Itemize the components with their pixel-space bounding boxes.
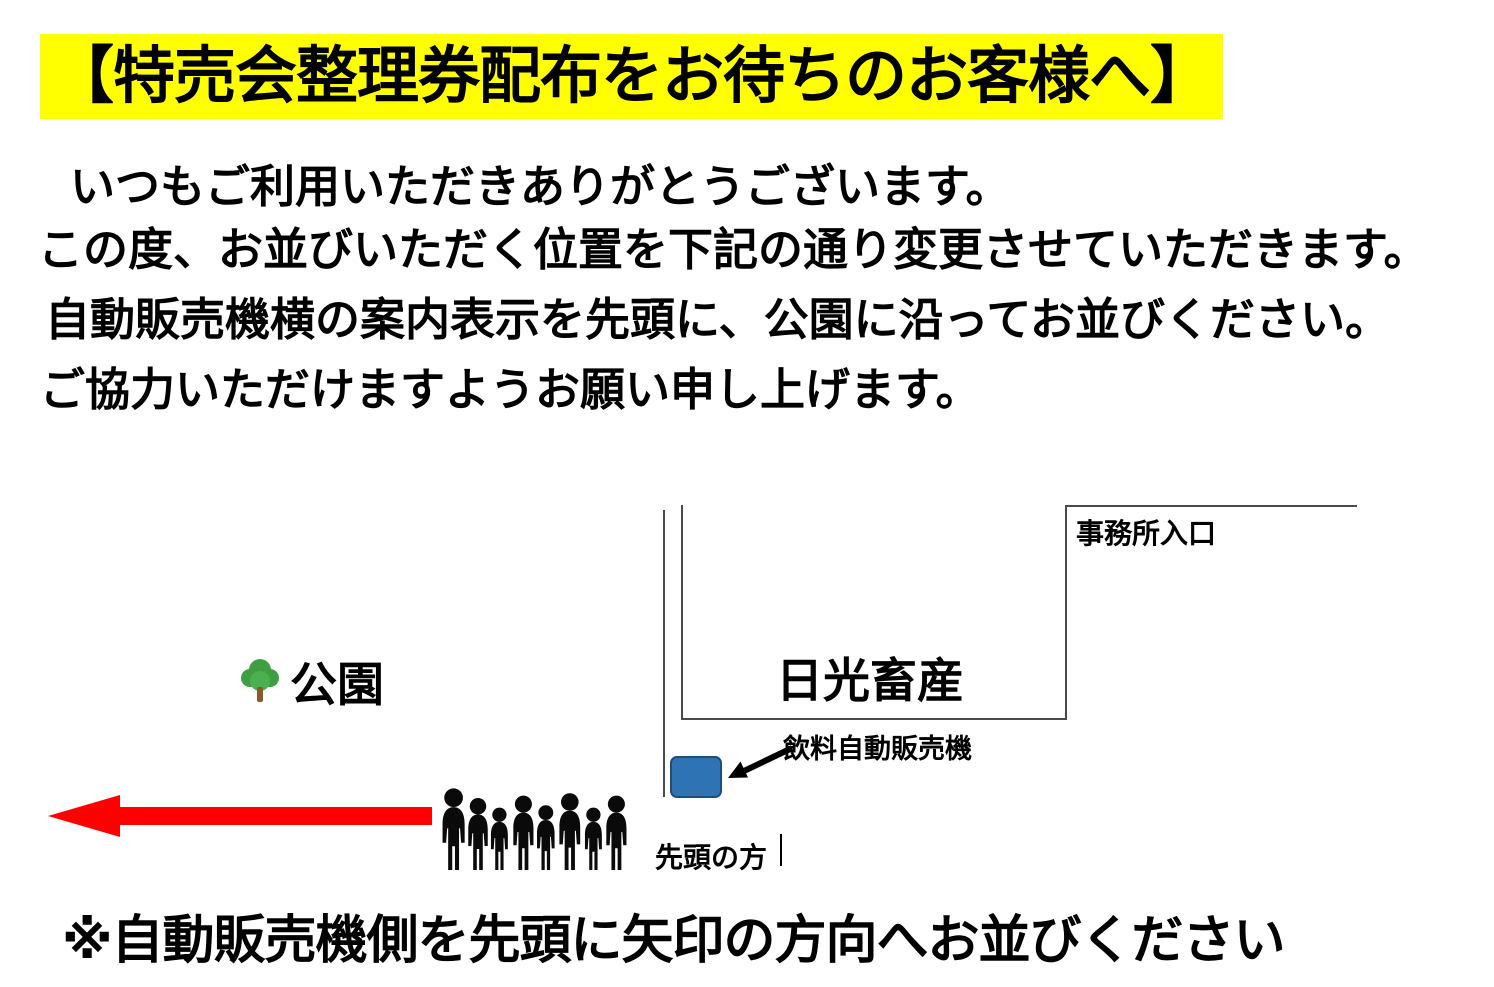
entrance-top-line <box>1065 505 1357 507</box>
body-line-3: 自動販売機横の案内表示を先頭に、公園に沿ってお並びください。 <box>45 294 1391 345</box>
footer-note: ※自動販売機側を先頭に矢印の方向へお並びください <box>62 912 1286 970</box>
vending-machine-shape <box>670 756 722 798</box>
company-name-label: 日光畜産 <box>776 654 964 707</box>
body-line-4: ご協力いただけますようお願い申し上げます。 <box>40 364 981 415</box>
body-line-2: この度、お並びいただく位置を下記の通り変更させていただきます。 <box>38 224 1429 275</box>
page-title: 【特売会整理券配布をお待ちのお客様へ】 <box>40 34 1224 120</box>
body-line-1: いつもご利用いただきありがとうございます。 <box>70 161 1011 212</box>
office-entrance-label: 事務所入口 <box>1076 518 1217 549</box>
building-right-line <box>1065 505 1067 720</box>
building-bottom-line <box>681 718 1067 720</box>
road-edge-line <box>663 510 665 797</box>
vending-machine-label: 飲料自動販売機 <box>783 734 972 764</box>
vending-pointer-arrow-icon <box>718 740 800 790</box>
text-cursor <box>780 834 782 866</box>
direction-arrow-icon <box>42 794 432 838</box>
queue-people-icon <box>440 782 640 870</box>
tree-icon <box>238 657 282 704</box>
park-label: 公園 <box>290 658 384 711</box>
building-left-line <box>681 505 683 720</box>
park-label-group: 公園 <box>238 646 384 715</box>
queue-front-label: 先頭の方 <box>655 842 768 873</box>
